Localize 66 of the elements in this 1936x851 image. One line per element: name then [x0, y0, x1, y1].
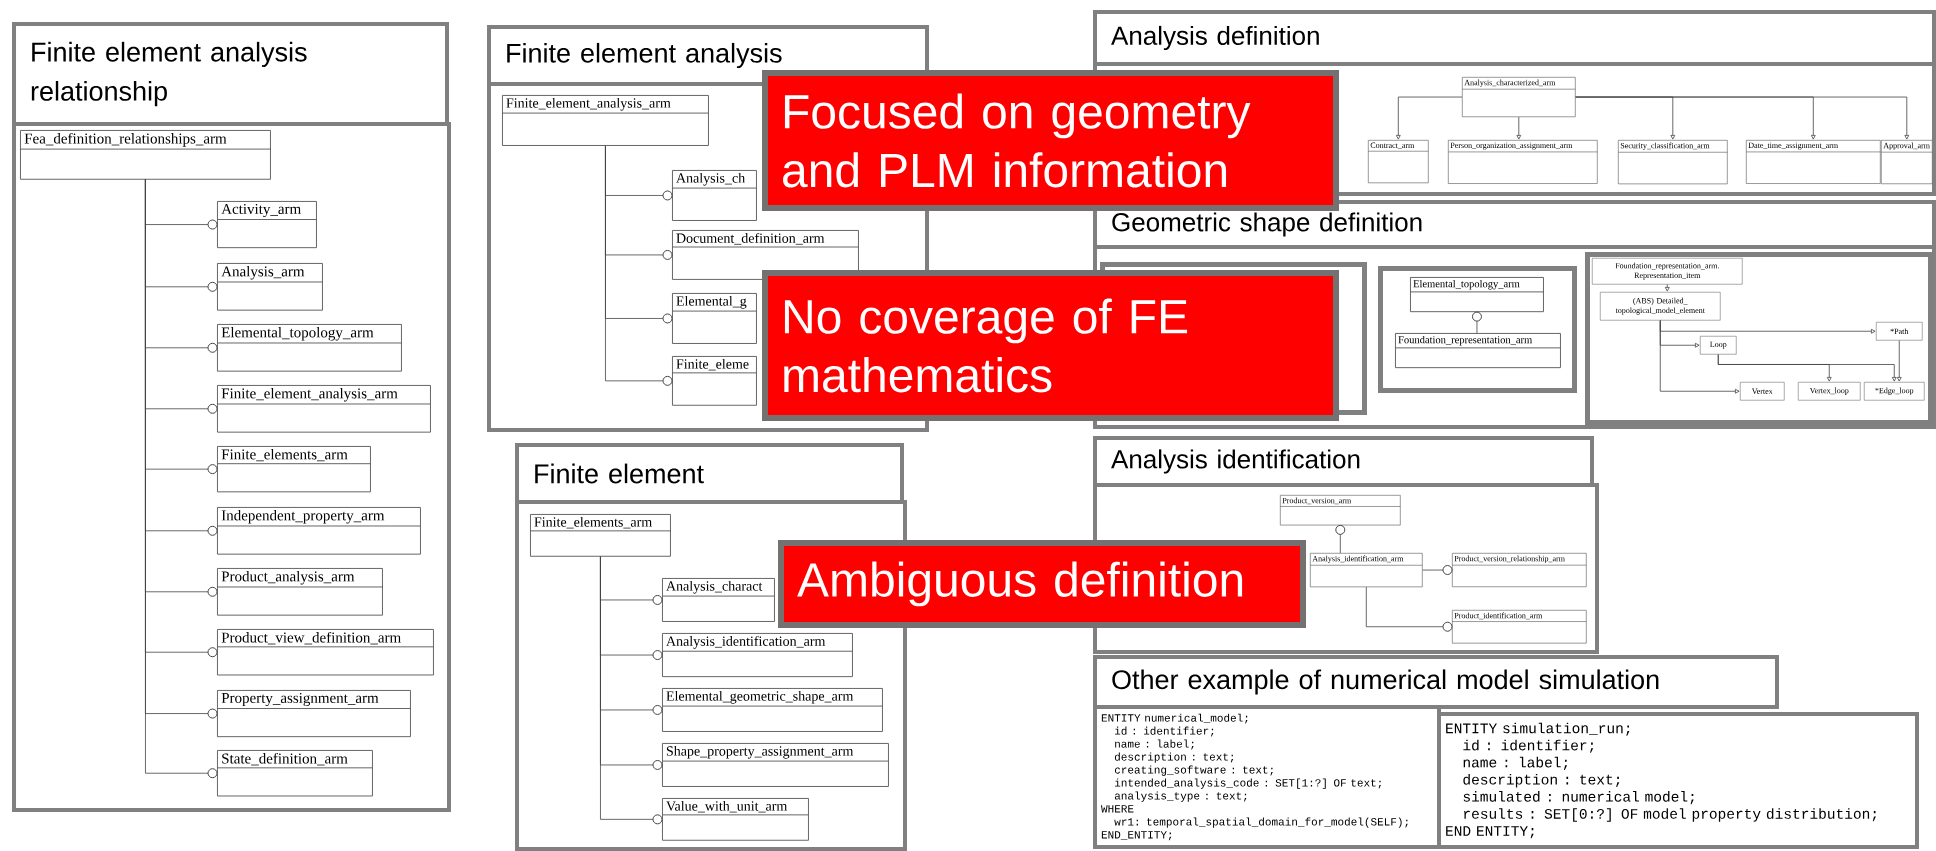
connector — [1471, 311, 1482, 334]
class-box: Activity_arm — [217, 201, 317, 249]
class-box: Finite_elements_arm — [530, 514, 671, 557]
class-box: State_definition_arm — [217, 750, 373, 797]
code-block: ENTITY numerical_model; id : identifier; name : label; description : text; creating_software : text; intended_analysis_code : SET[1:?] OF text; analysis_type : text; WHERE wr1: temporal_spatial_domain_for_model(SELF); END_ENTITY; — [1093, 705, 1441, 849]
class-box: Product_identification_arm — [1452, 610, 1587, 644]
class-box: Loop — [1700, 336, 1737, 355]
panel-header: Finite element — [515, 443, 904, 504]
class-box: *Path — [1876, 322, 1923, 341]
class-box: Approval_arm — [1881, 140, 1933, 185]
panel-header: Analysis definition — [1093, 10, 1936, 66]
class-box: Vertex_loop — [1798, 382, 1861, 401]
class-box: *Edge_loop — [1864, 382, 1925, 401]
connector — [1335, 524, 1346, 554]
class-box: Property_assignment_arm — [217, 690, 411, 738]
diagram-frame — [1378, 266, 1577, 393]
class-box: Shape_property_assignment_arm — [662, 743, 889, 787]
class-box: Analysis_charact — [662, 578, 775, 622]
connector — [1659, 320, 1740, 394]
class-box: Product_version_arm — [1280, 495, 1401, 526]
connector — [1422, 565, 1453, 575]
class-box: Vertex — [1740, 382, 1785, 401]
class-box: Person_organization_assignment_arm — [1448, 140, 1598, 184]
panel-frame — [12, 122, 451, 812]
class-box: Elemental_g — [672, 293, 757, 344]
class-box: Value_with_unit_arm — [662, 798, 809, 841]
connector — [1717, 354, 1897, 382]
callout-box: Focused on geometry and PLM information — [762, 70, 1339, 211]
connector — [605, 145, 673, 386]
class-box: Finite_element_analysis_arm — [502, 95, 709, 146]
connector — [1516, 116, 1522, 140]
class-box: Elemental_geometric_shape_arm — [662, 688, 883, 732]
class-box: Product_analysis_arm — [217, 568, 383, 616]
class-box: Analysis_characterized_arm — [1462, 77, 1576, 118]
class-box: Independent_property_arm — [217, 507, 421, 555]
callout-box: No coverage of FE mathematics — [762, 270, 1339, 421]
connector — [1365, 586, 1453, 632]
class-box: Finite_elements_arm — [217, 446, 371, 493]
class-box: Elemental_topology_arm — [1410, 277, 1544, 313]
callout-box: Ambiguous definition — [778, 540, 1306, 628]
class-box: Finite_eleme — [672, 356, 757, 406]
class-box: Analysis_arm — [217, 263, 323, 311]
connector — [600, 556, 663, 825]
code-block: ENTITY simulation_run; id : identifier; name : label; description : text; simulated : numerical model; results : SET[0:?] OF model property distribution; END ENTITY; — [1437, 712, 1919, 849]
class-box: Finite_element_analysis_arm — [217, 385, 431, 433]
class-box: Analysis_identification_arm — [1310, 553, 1423, 588]
class-box: Analysis_identification_arm — [662, 633, 853, 678]
class-box: Elemental_topology_arm — [217, 324, 402, 372]
class-box: (ABS) Detailed_ topological_model_element — [1600, 292, 1721, 321]
class-box: Product_version_relationship_arm — [1452, 553, 1587, 588]
class-box: Security_classification_arm — [1618, 140, 1728, 185]
connector — [1395, 96, 1463, 140]
connector — [1896, 340, 1902, 382]
panel-header: Other example of numerical model simulation — [1093, 655, 1779, 709]
class-box: Document_definition_arm — [672, 230, 859, 280]
connector — [1575, 96, 1910, 140]
class-box: Product_view_definition_arm — [217, 629, 434, 676]
panel-header: Finite element analysis relationship — [12, 22, 449, 126]
diagram-frame — [1585, 252, 1933, 425]
class-box: Fea_definition_relationships_arm — [20, 130, 271, 180]
connector — [1664, 284, 1670, 292]
class-box: Foundation_representation_arm — [1395, 333, 1561, 369]
panel-header: Analysis identification — [1093, 436, 1594, 487]
class-box: Contract_arm — [1368, 140, 1429, 184]
class-box: Foundation_representation_arm. Representation_item — [1592, 258, 1743, 285]
class-box: Analysis_ch — [672, 170, 757, 221]
